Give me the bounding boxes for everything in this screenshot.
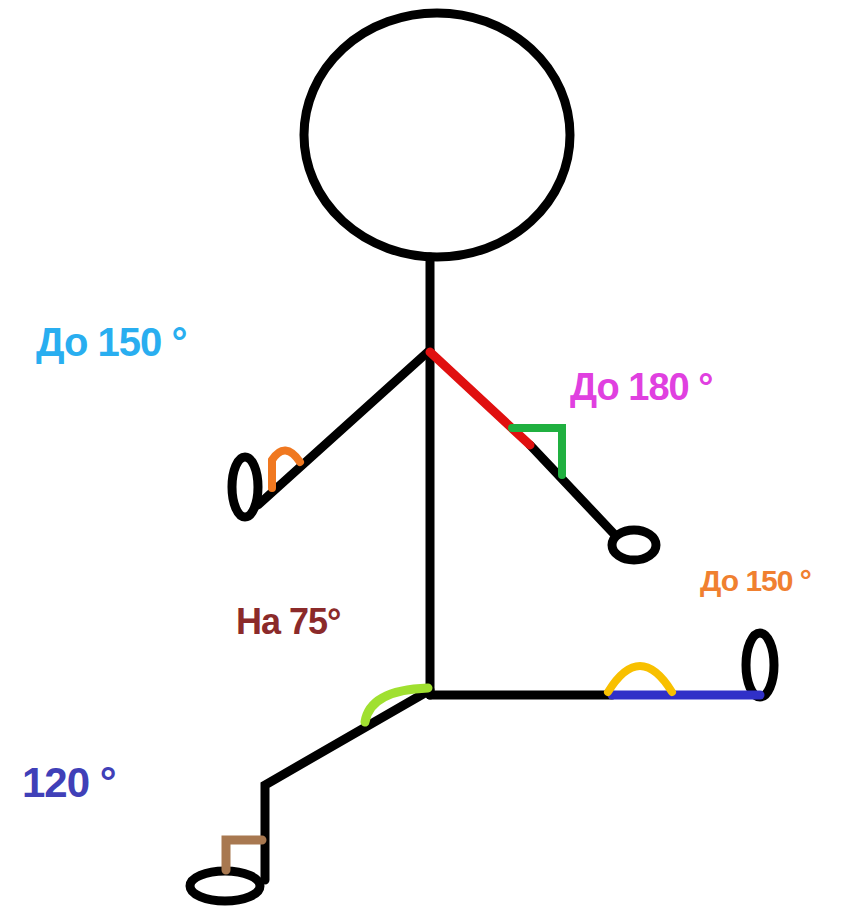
right-hand [612, 530, 656, 560]
left-arm [258, 350, 430, 505]
left-foot [190, 871, 260, 901]
angle-label: До 180 ° [570, 368, 712, 406]
right-foot [746, 633, 774, 697]
angle-label: До 150 ° [700, 566, 811, 596]
angle-label: На 75° [236, 604, 340, 640]
right-forearm [530, 445, 615, 535]
knee-angle-mark [608, 666, 672, 692]
right-shin [612, 691, 760, 700]
elbow-angle-mark [272, 450, 300, 488]
left-leg [265, 690, 430, 880]
angle-label: 120 ° [22, 762, 116, 804]
right-leg [430, 691, 612, 700]
hip-angle-mark [365, 688, 428, 722]
left-hand [232, 457, 258, 517]
spine-line [426, 257, 435, 695]
angle-label: До 150 ° [36, 322, 186, 362]
knee-angle-mark [226, 840, 262, 870]
elbow-angle-mark [512, 428, 562, 475]
head-circle [304, 13, 570, 257]
